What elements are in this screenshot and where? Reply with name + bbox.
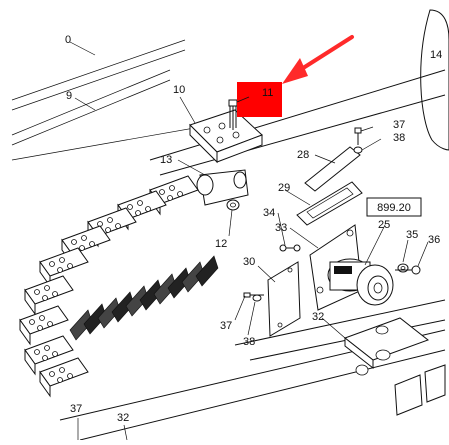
- main-rail: [149, 69, 446, 176]
- guide-rail-9: [11, 69, 171, 146]
- chain-link-hole: [52, 351, 58, 357]
- chain-link-hole: [71, 239, 77, 245]
- label-12: 12: [215, 238, 227, 250]
- label-9: 9: [66, 90, 72, 102]
- chain-link-hole: [67, 373, 73, 379]
- bolt-37-bottom: [243, 292, 264, 302]
- label-37-top: 37: [393, 119, 405, 131]
- part-10-block: [189, 109, 263, 164]
- chain-link-hole: [47, 321, 53, 327]
- label-13: 13: [160, 154, 172, 166]
- label-0: 0: [65, 34, 71, 46]
- guide-rail-0: [11, 39, 186, 111]
- chain-link-side: [24, 348, 36, 376]
- label-38-top: 38: [393, 132, 405, 144]
- reference-box: 899.20: [366, 197, 422, 217]
- chain-link-hole: [167, 195, 173, 201]
- chain-link-hole: [79, 245, 85, 251]
- part-28-guide: [304, 146, 361, 192]
- chain-link-hole: [57, 377, 63, 383]
- label-14: 14: [430, 49, 442, 61]
- part-12-washer: [226, 199, 240, 211]
- label-37-base: 37: [70, 403, 82, 415]
- housing-outline: [420, 9, 449, 151]
- part-34-bolt: [279, 244, 301, 252]
- chain-link-hole: [29, 319, 35, 325]
- chain-link-hole: [34, 289, 40, 295]
- chain-link-hole: [81, 235, 87, 241]
- label-11: 11: [262, 87, 273, 99]
- chain-link-hole: [44, 345, 50, 351]
- chain-link-hole: [59, 367, 65, 373]
- label-30: 30: [243, 256, 255, 268]
- label-38-bottom: 38: [243, 336, 255, 348]
- highlight-box: [237, 82, 282, 117]
- leader-lines: [77, 96, 429, 441]
- chain-link-hole: [57, 267, 63, 273]
- chain-link-side: [39, 370, 51, 398]
- part-29-plate: [296, 181, 363, 226]
- chain-link-hole: [42, 295, 48, 301]
- label-33: 33: [275, 222, 287, 234]
- chain-link-side: [19, 318, 31, 346]
- chain-link-hole: [107, 217, 113, 223]
- drag-chain: [19, 175, 219, 398]
- frame-corner: [394, 364, 446, 416]
- part-25-motor: [327, 258, 394, 306]
- chain-link-hole: [34, 349, 40, 355]
- label-10: 10: [173, 84, 185, 96]
- label-36: 36: [428, 234, 440, 246]
- chain-link-hole: [137, 200, 143, 206]
- chain-link-hole: [42, 355, 48, 361]
- chain-link-hole: [105, 227, 111, 233]
- chain-link-hole: [37, 325, 43, 331]
- part-32-plate: [343, 317, 430, 376]
- label-32-right: 32: [312, 311, 324, 323]
- chain-link-hole: [177, 191, 183, 197]
- bolt-37-top: [353, 127, 363, 154]
- reference-box-label: 899.20: [377, 202, 411, 214]
- part-36-bolt: [395, 265, 421, 275]
- chain-inner-segment: [195, 255, 219, 287]
- part-30-bracket: [267, 261, 301, 337]
- chain-link-hole: [145, 206, 151, 212]
- label-37-bottom: 37: [220, 320, 232, 332]
- chain-link-hole: [49, 261, 55, 267]
- part-35-washer: [397, 263, 409, 273]
- chain-link-hole: [67, 263, 73, 269]
- part-13-link: [196, 169, 249, 206]
- label-35: 35: [406, 229, 418, 241]
- chain-link-hole: [159, 189, 165, 195]
- chain-link-hole: [135, 210, 141, 216]
- part-11-bolt: [228, 99, 238, 130]
- label-32-base: 32: [117, 412, 129, 424]
- label-28: 28: [297, 149, 309, 161]
- chain-link-hole: [89, 241, 95, 247]
- chain-link-hole: [59, 257, 65, 263]
- chain-link-hole: [52, 291, 58, 297]
- chain-link-hole: [39, 315, 45, 321]
- chain-link-hole: [49, 371, 55, 377]
- red-arrow: [282, 35, 354, 84]
- chain-link-hole: [115, 223, 121, 229]
- label-25: 25: [378, 219, 390, 231]
- chain-link-hole: [169, 185, 175, 191]
- label-34: 34: [263, 207, 275, 219]
- chain-link-hole: [127, 204, 133, 210]
- chain-link-hole: [44, 285, 50, 291]
- label-29: 29: [278, 182, 290, 194]
